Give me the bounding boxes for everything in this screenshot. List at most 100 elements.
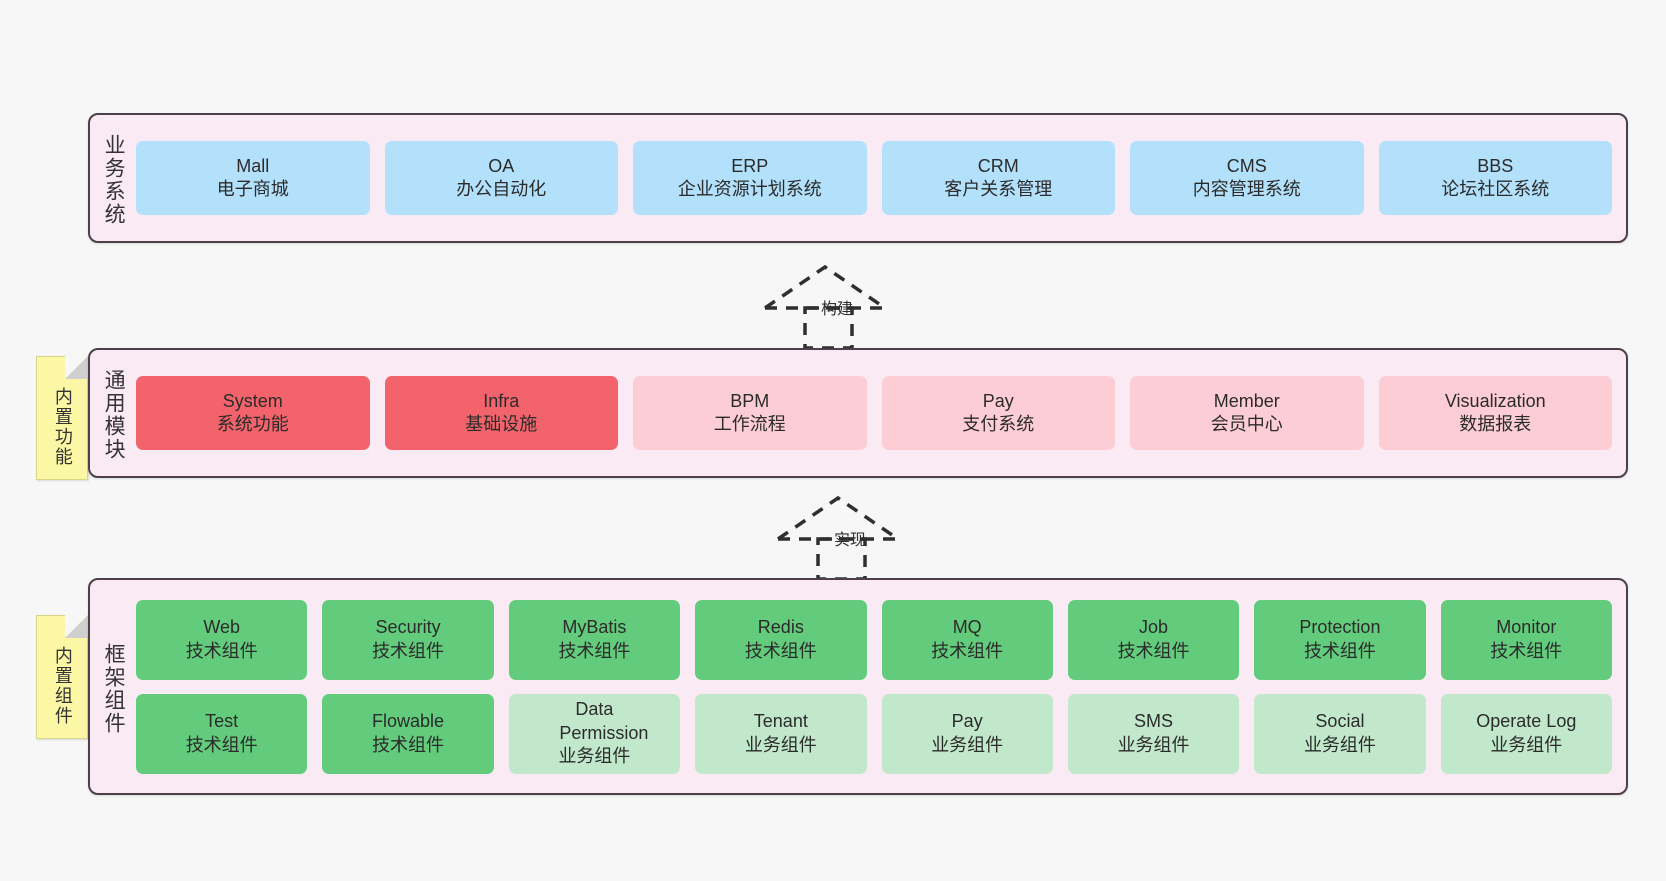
layer-body-common-modules: System 系统功能 Infra 基础设施 BPM 工作流程 Pay 支付系统… — [136, 350, 1626, 476]
node-title: Infra — [483, 390, 520, 411]
node-oa[interactable]: OA 办公自动化 — [384, 141, 618, 215]
node-title: MyBatis — [562, 617, 627, 638]
node-data-permission[interactable]: Data Permission 业务组件 — [508, 693, 681, 774]
node-subtitle: 技术组件 — [744, 640, 817, 661]
node-flowable[interactable]: Flowable 技术组件 — [322, 693, 494, 774]
node-subtitle: 数据报表 — [1459, 414, 1532, 434]
node-title: Pay — [951, 711, 983, 732]
node-system[interactable]: System 系统功能 — [136, 376, 370, 450]
node-job[interactable]: Job 技术组件 — [1067, 599, 1240, 680]
node-subtitle: 技术组件 — [185, 734, 258, 755]
layer-business-systems: 业务系统 Mall 电子商城 OA 办公自动化 ERP 企业资源计划系统 CRM… — [88, 113, 1628, 243]
node-subtitle: 基础设施 — [465, 414, 538, 434]
node-subtitle: 业务组件 — [744, 734, 817, 755]
node-protection[interactable]: Protection 技术组件 — [1254, 599, 1426, 680]
connector-label-build: 构建 — [821, 301, 854, 318]
node-subtitle: 技术组件 — [1490, 640, 1563, 661]
node-title: Web — [203, 617, 241, 638]
node-sms[interactable]: SMS 业务组件 — [1067, 693, 1240, 774]
node-visualization[interactable]: Visualization 数据报表 — [1378, 376, 1612, 450]
node-subtitle: 技术组件 — [372, 734, 445, 755]
node-bpm[interactable]: BPM 工作流程 — [633, 376, 867, 450]
node-subtitle: 业务组件 — [931, 734, 1004, 755]
node-title: Redis — [757, 617, 804, 638]
node-row: Test 技术组件 Flowable 技术组件 Data Permission … — [136, 693, 1612, 774]
node-title: Test — [205, 711, 239, 732]
node-erp[interactable]: ERP 企业资源计划系统 — [633, 141, 867, 215]
layer-body-framework-components: Web 技术组件 Security 技术组件 MyBatis 技术组件 Redi… — [136, 580, 1626, 793]
node-test[interactable]: Test 技术组件 — [136, 693, 308, 774]
node-subtitle: 论坛社区系统 — [1441, 179, 1550, 199]
node-subtitle: 技术组件 — [931, 640, 1004, 661]
node-security[interactable]: Security 技术组件 — [322, 599, 494, 680]
node-subtitle: 业务组件 — [1117, 734, 1190, 755]
node-title: Mall — [236, 155, 270, 176]
layer-body-business-systems: Mall 电子商城 OA 办公自动化 ERP 企业资源计划系统 CRM 客户关系… — [136, 115, 1626, 241]
node-subtitle: 办公自动化 — [456, 179, 547, 199]
connector-build: 构建 — [760, 262, 910, 350]
node-mall[interactable]: Mall 电子商城 — [136, 141, 370, 215]
node-subtitle: 业务组件 — [1490, 734, 1563, 755]
node-row: System 系统功能 Infra 基础设施 BPM 工作流程 Pay 支付系统… — [136, 376, 1612, 450]
node-subtitle: 电子商城 — [216, 179, 289, 199]
node-title: Member — [1213, 390, 1280, 411]
node-title: SMS — [1134, 711, 1174, 732]
layer-common-modules: 通用模块 System 系统功能 Infra 基础设施 BPM 工作流程 Pay… — [88, 348, 1628, 478]
node-title: System — [222, 390, 283, 411]
node-tenant[interactable]: Tenant 业务组件 — [695, 693, 867, 774]
node-subtitle: 技术组件 — [185, 640, 258, 661]
layer-framework-components: 框架组件 Web 技术组件 Security 技术组件 MyBatis 技术组件… — [88, 578, 1628, 795]
node-mq[interactable]: MQ 技术组件 — [881, 599, 1053, 680]
node-subtitle: 企业资源计划系统 — [677, 179, 822, 199]
arrowhead-triangle-icon — [764, 264, 886, 310]
node-social[interactable]: Social 业务组件 — [1254, 693, 1426, 774]
node-infra[interactable]: Infra 基础设施 — [384, 376, 618, 450]
node-subtitle: 业务组件 — [1303, 734, 1376, 755]
node-title: CMS — [1226, 155, 1267, 176]
node-title: Social — [1315, 711, 1365, 732]
node-subtitle: 支付系统 — [962, 414, 1035, 434]
node-pay-component[interactable]: Pay 业务组件 — [881, 693, 1053, 774]
node-subtitle: 系统功能 — [216, 414, 289, 434]
node-title: MQ — [952, 617, 982, 638]
node-title: BBS — [1477, 155, 1514, 176]
node-crm[interactable]: CRM 客户关系管理 — [881, 141, 1115, 215]
note-text: 内置功能 — [52, 387, 73, 467]
node-subtitle: 客户关系管理 — [944, 179, 1053, 199]
node-redis[interactable]: Redis 技术组件 — [695, 599, 867, 680]
node-subtitle: 工作流程 — [713, 414, 786, 434]
connector-label-implement: 实现 — [834, 532, 867, 549]
node-pay[interactable]: Pay 支付系统 — [881, 376, 1115, 450]
node-subtitle: 业务组件 — [558, 746, 631, 767]
node-subtitle: 技术组件 — [558, 640, 631, 661]
arrowhead-triangle-icon — [777, 495, 899, 541]
layer-label-framework-components: 框架组件 — [102, 642, 126, 735]
note-builtin-functions: 内置功能 — [36, 356, 88, 480]
node-subtitle: 技术组件 — [372, 640, 445, 661]
node-row: Web 技术组件 Security 技术组件 MyBatis 技术组件 Redi… — [136, 599, 1612, 680]
node-row: Mall 电子商城 OA 办公自动化 ERP 企业资源计划系统 CRM 客户关系… — [136, 141, 1612, 215]
node-cms[interactable]: CMS 内容管理系统 — [1130, 141, 1364, 215]
node-web[interactable]: Web 技术组件 — [136, 599, 308, 680]
node-subtitle: 内容管理系统 — [1192, 179, 1301, 199]
layer-label-business-systems: 业务系统 — [102, 134, 126, 226]
node-bbs[interactable]: BBS 论坛社区系统 — [1378, 141, 1612, 215]
node-mybatis[interactable]: MyBatis 技术组件 — [508, 599, 681, 680]
connector-implement: 实现 — [773, 493, 923, 581]
node-subtitle: 会员中心 — [1210, 414, 1283, 434]
layer-label-common-modules: 通用模块 — [102, 369, 126, 461]
node-title: Flowable — [372, 711, 445, 732]
node-title: Security — [375, 617, 441, 638]
node-subtitle: 技术组件 — [1303, 640, 1376, 661]
node-title: BPM — [730, 390, 770, 411]
node-title: Job — [1139, 617, 1169, 638]
node-member[interactable]: Member 会员中心 — [1130, 376, 1364, 450]
note-text: 内置组件 — [52, 646, 73, 726]
node-operate-log[interactable]: Operate Log 业务组件 — [1440, 693, 1612, 774]
node-title: ERP — [731, 155, 769, 176]
node-monitor[interactable]: Monitor 技术组件 — [1440, 599, 1612, 680]
node-title: Tenant — [753, 711, 808, 732]
node-subtitle: 技术组件 — [1117, 640, 1190, 661]
node-title: Protection — [1299, 617, 1381, 638]
